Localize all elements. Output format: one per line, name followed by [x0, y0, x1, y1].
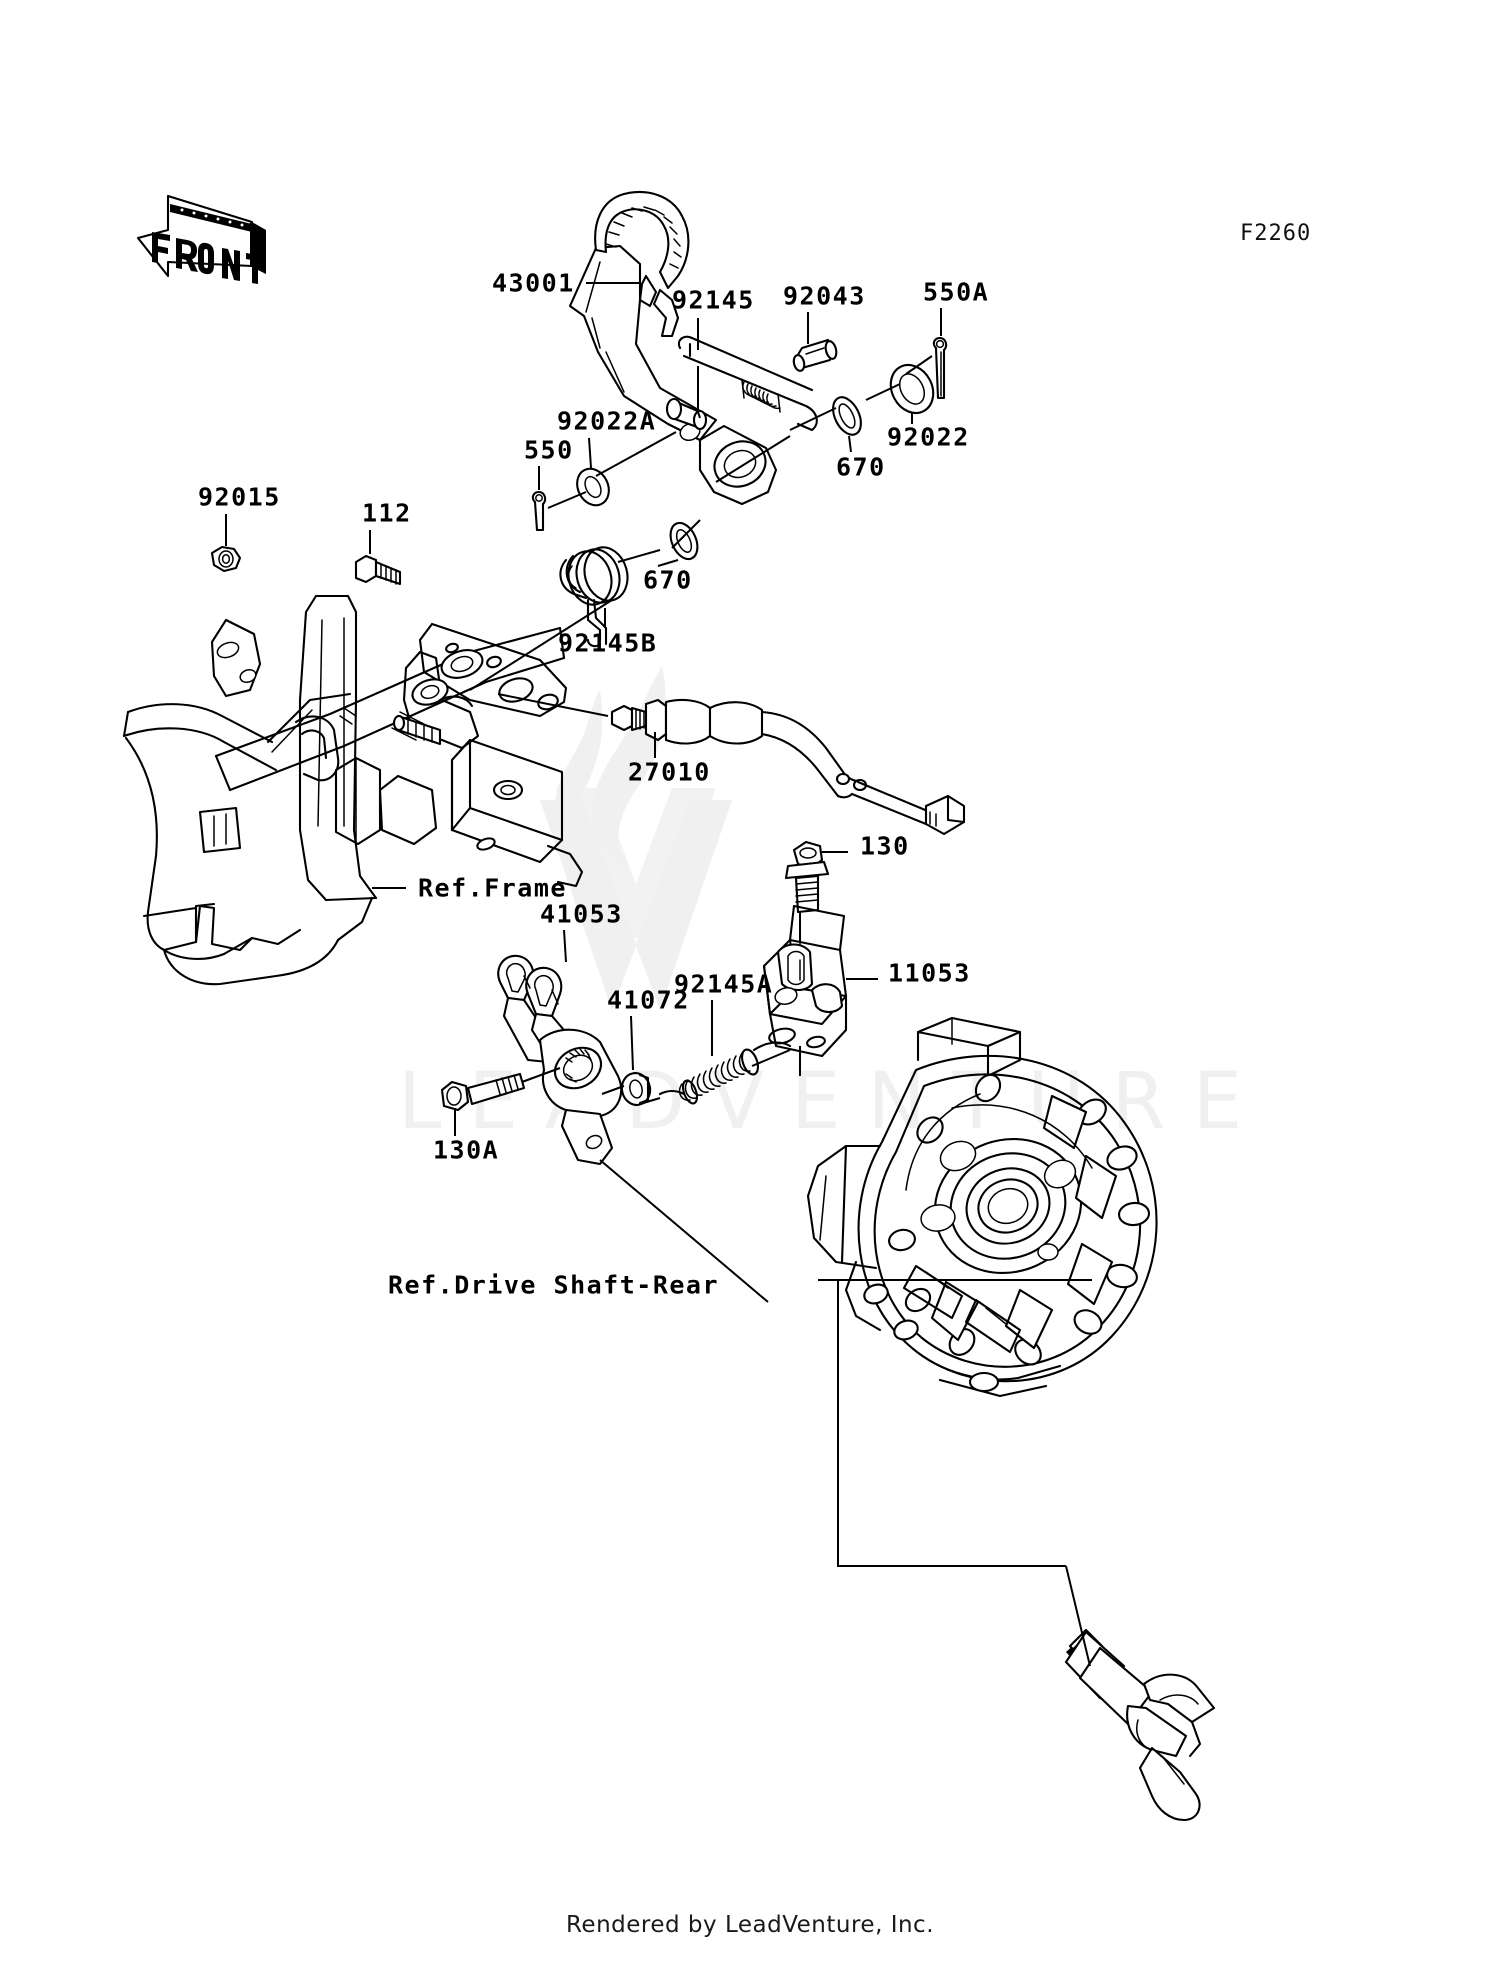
brake-light-switch-part [610, 698, 966, 836]
label-670-middle: 670 [643, 565, 693, 595]
drive-shaft-part [1064, 1628, 1216, 1822]
diagram-code: F2260 [1240, 221, 1312, 246]
label-130: 130 [860, 831, 910, 861]
leader-lines [225, 282, 942, 1136]
label-112: 112 [362, 498, 412, 528]
cotter-pin-part [531, 490, 547, 532]
bolt-130-part [784, 840, 830, 914]
cotter-pin-a-part [932, 336, 948, 400]
nut-part [210, 545, 242, 573]
frame-assembly [122, 594, 584, 986]
label-27010: 27010 [628, 757, 711, 787]
washer-92022a-part [576, 467, 610, 507]
footer-credit: Rendered by LeadVenture, Inc. [565, 1912, 935, 1938]
bolt-130a-part [440, 1072, 526, 1112]
label-43001: 43001 [492, 268, 575, 298]
ref-drive-shaft-label: Ref.Drive Shaft-Rear [388, 1270, 720, 1300]
bolt-112-part [354, 554, 402, 586]
ref-frame-label: Ref.Frame [418, 873, 567, 903]
drive-shaft-rear-housing [806, 1016, 1158, 1398]
label-670-upper: 670 [836, 452, 886, 482]
label-92022: 92022 [887, 422, 970, 452]
label-550: 550 [524, 435, 574, 465]
label-41072: 41072 [607, 985, 690, 1015]
brake-pedal-part [568, 191, 778, 506]
torsion-spring-part [559, 546, 629, 648]
washer-41072-part [620, 1072, 652, 1106]
ref-drive-shaft-bracket [818, 1279, 1092, 1667]
label-130A: 130A [433, 1135, 500, 1165]
bracket-11053-part [762, 904, 848, 1058]
assembly-reference-lines [469, 355, 933, 1303]
o-ring-middle-part [669, 521, 699, 561]
label-92145: 92145 [672, 285, 755, 315]
return-spring-part [658, 1041, 792, 1105]
label-92022A: 92022A [557, 406, 657, 436]
label-92015: 92015 [198, 482, 281, 512]
label-11053: 11053 [888, 958, 971, 988]
front-arrow-icon [136, 194, 266, 284]
pin-part [792, 338, 838, 372]
label-92145B: 92145B [558, 628, 658, 658]
o-ring-upper-part [832, 396, 862, 436]
label-550A: 550A [923, 277, 990, 307]
label-92043: 92043 [783, 281, 866, 311]
brake-cam-lever-part [497, 954, 623, 1166]
label-41053: 41053 [540, 899, 623, 929]
washer-92022-part [889, 363, 935, 415]
label-92145A: 92145A [674, 969, 774, 999]
